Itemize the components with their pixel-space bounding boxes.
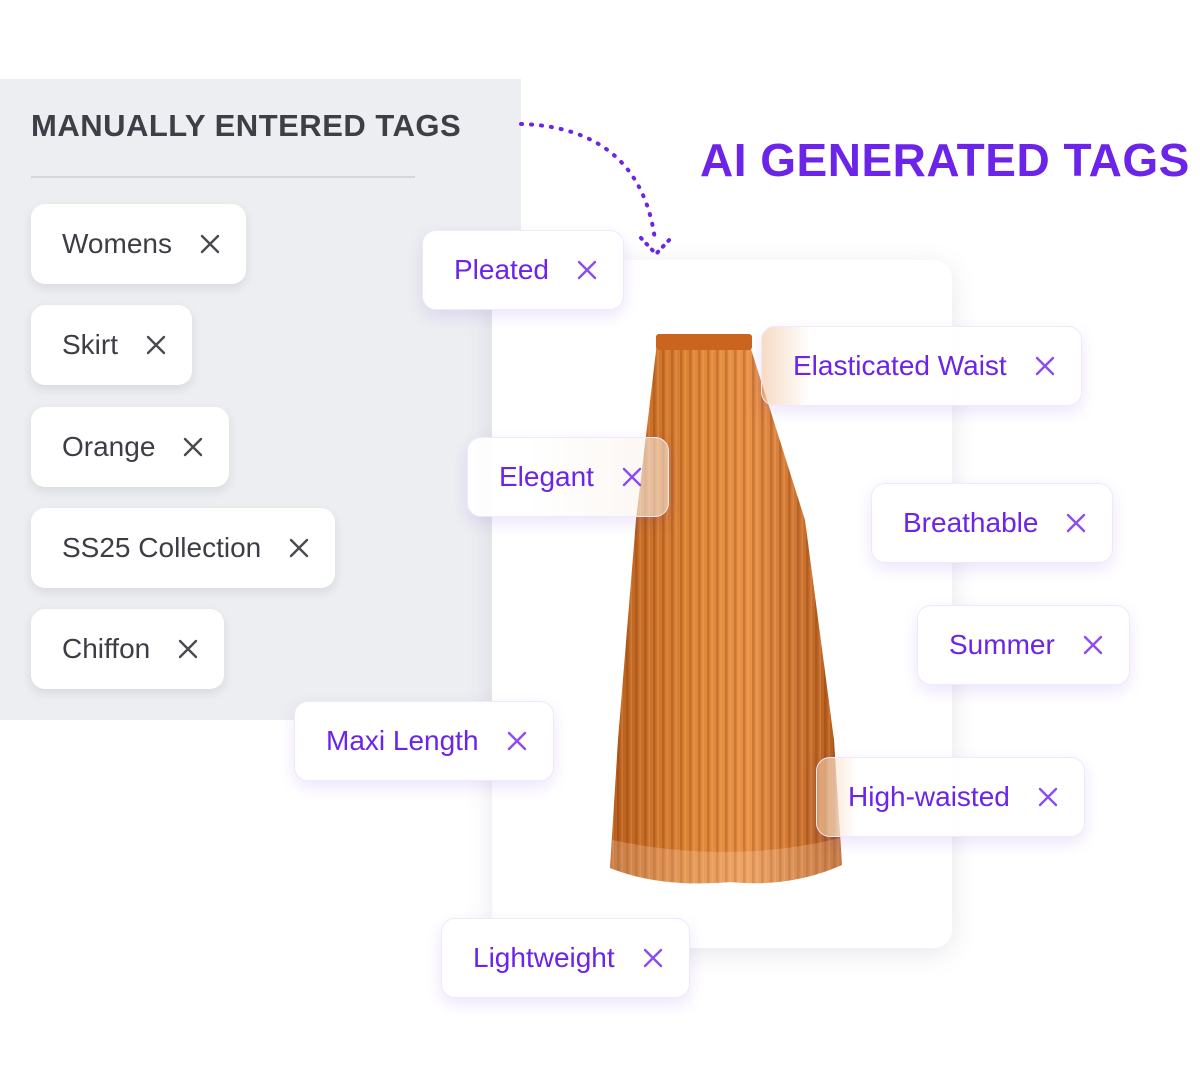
divider: [31, 176, 415, 178]
close-icon[interactable]: [196, 230, 224, 258]
manual-tag[interactable]: Orange: [31, 407, 230, 487]
tag-label: Elegant: [499, 461, 594, 492]
ai-tag[interactable]: Lightweight: [441, 918, 690, 998]
close-icon[interactable]: [1079, 631, 1107, 659]
manual-tag[interactable]: Skirt: [31, 305, 192, 385]
ai-tag[interactable]: Elegant: [467, 437, 669, 517]
ai-tags-heading: AI GENERATED TAGS: [700, 134, 1190, 186]
tag-label: Breathable: [903, 507, 1039, 538]
manual-tags-heading: MANUALLY ENTERED TAGS: [31, 108, 462, 143]
tag-label: SS25 Collection: [62, 532, 262, 563]
manual-tag[interactable]: Womens: [31, 204, 246, 284]
tag-label: Orange: [62, 431, 156, 462]
tag-label: Summer: [949, 629, 1055, 660]
tag-label: Skirt: [62, 329, 118, 360]
close-icon[interactable]: [639, 944, 667, 972]
tag-label: Chiffon: [62, 633, 151, 664]
tag-label: Maxi Length: [326, 725, 479, 756]
tag-label: Womens: [62, 228, 172, 259]
close-icon[interactable]: [1031, 352, 1059, 380]
close-icon[interactable]: [1034, 783, 1062, 811]
manual-tag[interactable]: SS25 Collection: [31, 508, 336, 588]
dotted-arrow-icon: [519, 122, 673, 256]
ai-tag[interactable]: High-waisted: [816, 757, 1085, 837]
close-icon[interactable]: [179, 433, 207, 461]
manual-tag[interactable]: Chiffon: [31, 609, 225, 689]
close-icon[interactable]: [142, 331, 170, 359]
close-icon[interactable]: [573, 256, 601, 284]
ai-tag[interactable]: Breathable: [871, 483, 1114, 563]
ai-tag[interactable]: Elasticated Waist: [761, 326, 1082, 406]
close-icon[interactable]: [285, 534, 313, 562]
close-icon[interactable]: [1062, 509, 1090, 537]
ai-tag[interactable]: Summer: [917, 605, 1130, 685]
ai-tag[interactable]: Maxi Length: [294, 701, 554, 781]
tag-label: Lightweight: [473, 942, 615, 973]
tag-label: Elasticated Waist: [793, 350, 1007, 381]
ai-tag[interactable]: Pleated: [422, 230, 624, 310]
close-icon[interactable]: [174, 635, 202, 663]
tag-label: High-waisted: [848, 781, 1010, 812]
close-icon[interactable]: [618, 463, 646, 491]
close-icon[interactable]: [503, 727, 531, 755]
tag-label: Pleated: [454, 254, 549, 285]
